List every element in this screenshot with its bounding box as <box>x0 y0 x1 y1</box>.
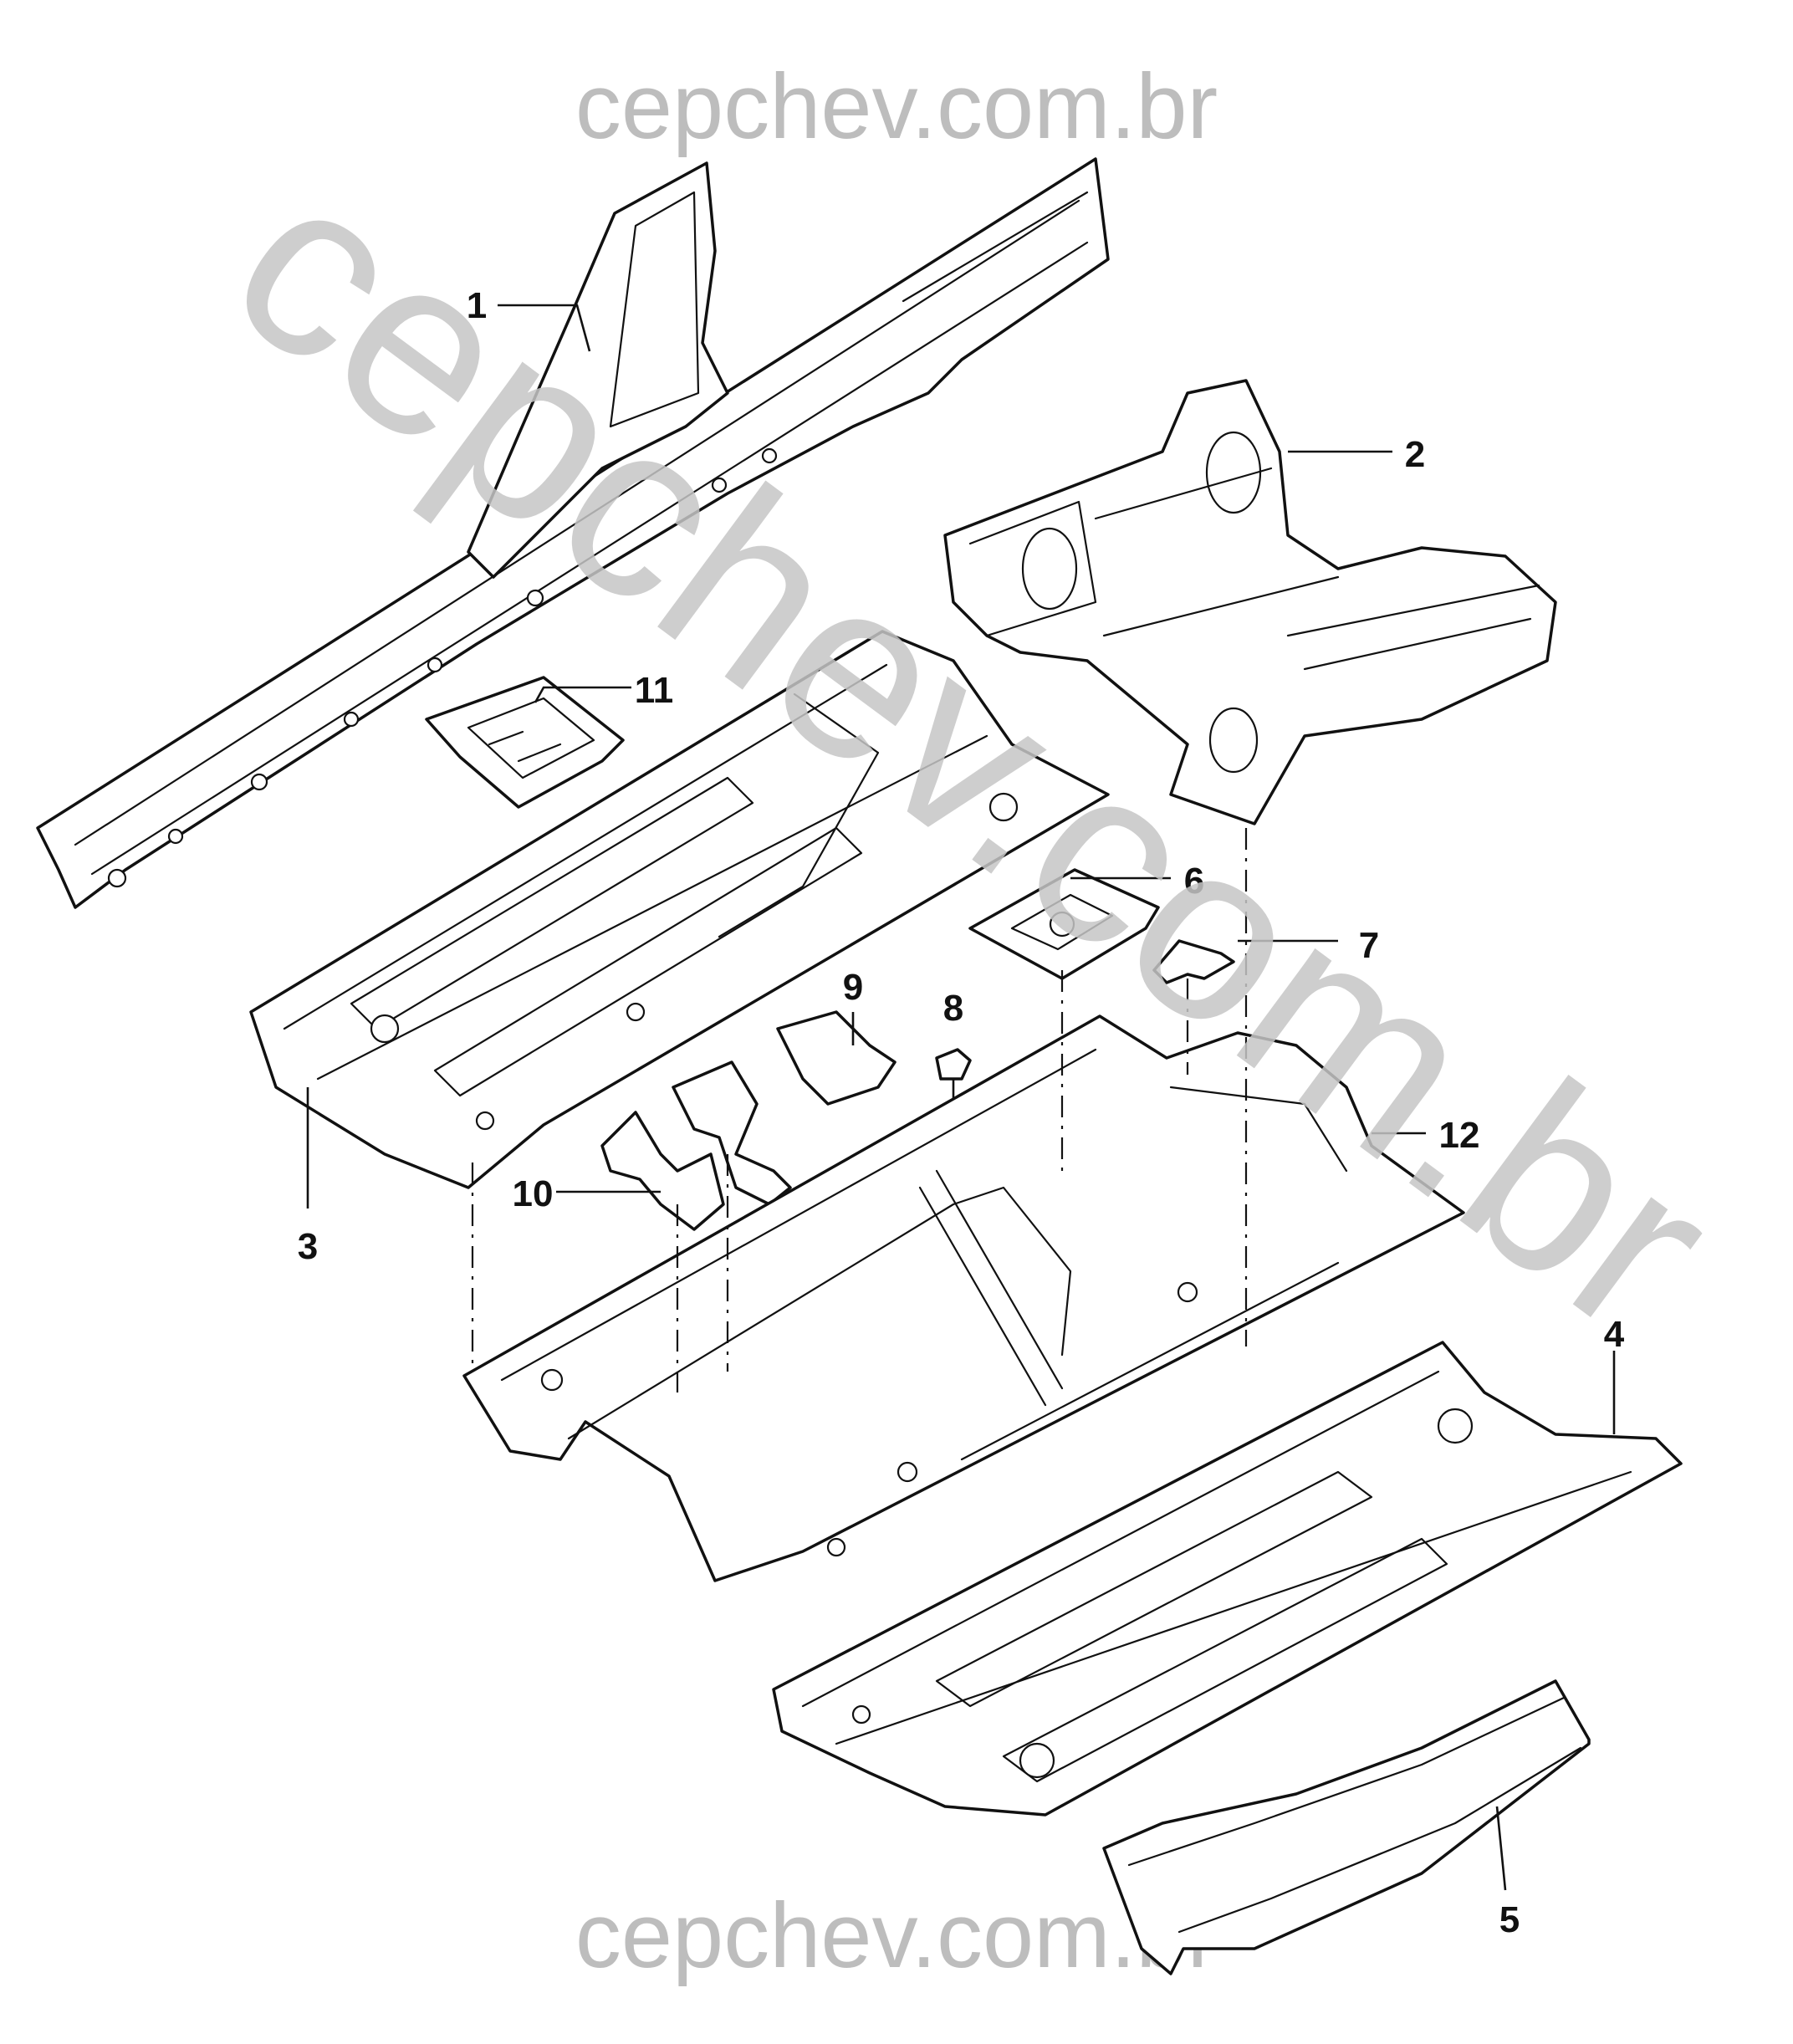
part-5-floor-sill-rail <box>1102 1679 1591 1975</box>
watermark-bottom: cepchev.com.br <box>575 1884 1218 1987</box>
callout-2: 2 <box>1405 434 1425 475</box>
callout-12: 12 <box>1439 1115 1480 1156</box>
part-11-bracket-plate <box>425 676 625 809</box>
callout-11: 11 <box>635 670 674 711</box>
callout-5: 5 <box>1499 1899 1520 1940</box>
alignment-lines <box>471 828 1248 1392</box>
part-3-front-floor-pan <box>249 630 1110 1189</box>
part-10-bracket <box>600 1111 725 1231</box>
part-7-clip <box>1152 939 1235 984</box>
part-4-side-floor-pan <box>772 1341 1683 1817</box>
part-9-bracket <box>672 1010 896 1206</box>
callout-3: 3 <box>298 1226 318 1267</box>
callout-10: 10 <box>513 1173 554 1214</box>
callout-7: 7 <box>1359 925 1379 966</box>
leader-lines <box>306 304 1616 1891</box>
watermark-top: cepchev.com.br <box>575 55 1218 158</box>
callout-4: 4 <box>1604 1314 1625 1355</box>
callout-6: 6 <box>1184 861 1204 902</box>
part-12-center-tunnel <box>462 1014 1465 1582</box>
callout-9: 9 <box>843 967 863 1008</box>
part-2-rear-crossmember <box>943 379 1557 825</box>
part-6-mount-bracket <box>968 868 1160 980</box>
callout-8: 8 <box>943 988 963 1029</box>
callout-1: 1 <box>467 285 487 326</box>
callout-labels: 1 2 3 4 5 6 7 8 9 10 11 12 <box>298 285 1625 1940</box>
part-1-rocker-panel <box>36 157 1110 909</box>
